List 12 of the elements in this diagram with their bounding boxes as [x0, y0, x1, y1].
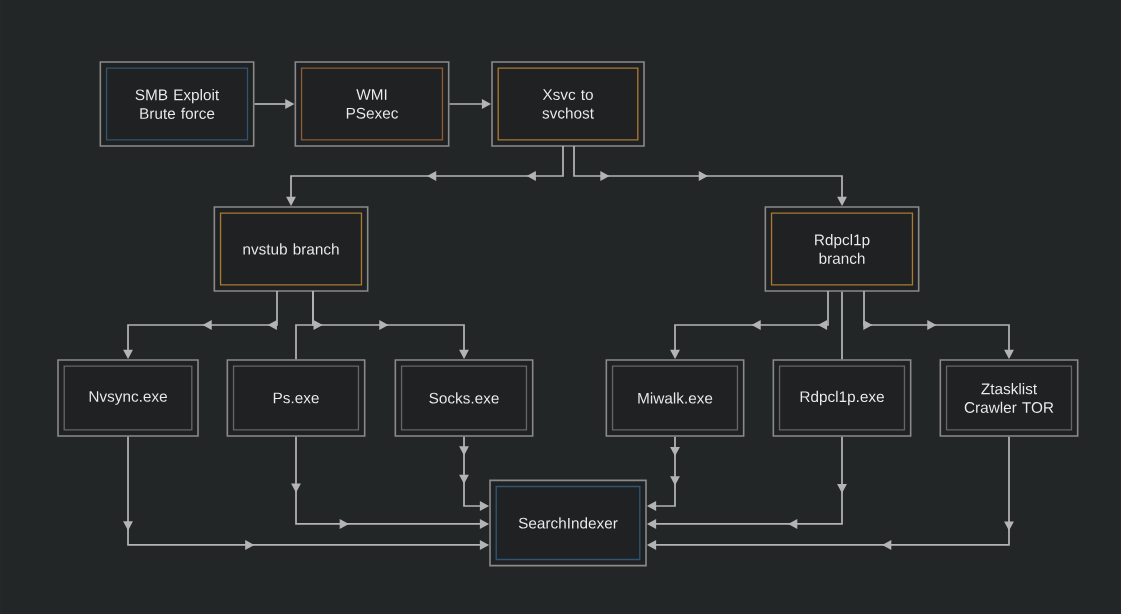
process-box: Nvsync.exe — [57, 359, 199, 437]
process-box: nvstub branch — [213, 206, 369, 292]
process-box: WMI PSexec — [294, 61, 450, 147]
process-box: Rdpcl1p branch — [764, 206, 920, 292]
process-box: SMB Exploit Brute force — [99, 61, 255, 147]
process-box: Socks.exe — [394, 359, 534, 437]
process-box: SearchIndexer — [489, 479, 647, 567]
process-box: Ps.exe — [226, 359, 366, 437]
process-box: Miwalk.exe — [605, 359, 745, 437]
process-box: Ztasklist Crawler TOR — [939, 359, 1079, 437]
process-box: Xsvc to svchost — [491, 61, 645, 147]
process-box: Rdpcl1p.exe — [772, 359, 912, 437]
